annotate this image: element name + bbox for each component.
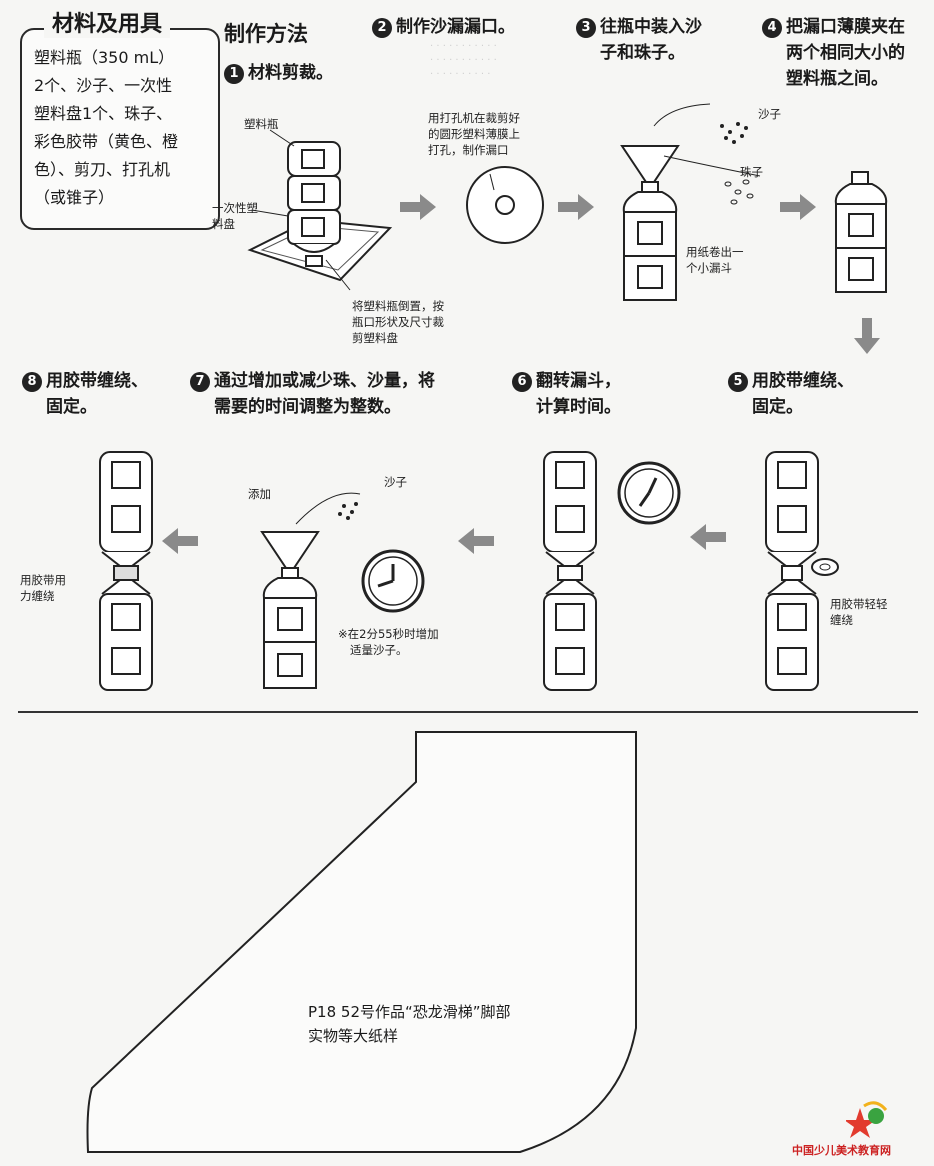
tape-roll-icon <box>810 556 840 582</box>
sand-path <box>650 96 770 220</box>
label-sand-2: 沙子 <box>384 475 407 489</box>
paper-template-shape <box>80 728 640 1162</box>
arrow-right-icon <box>558 194 594 220</box>
step-number: 8 <box>22 372 42 392</box>
label-beads: 珠子 <box>740 165 763 179</box>
label-tape-light: 用胶带轻轻 缠绕 <box>830 597 888 627</box>
label-plate: 一次性塑 料盘 <box>212 201 258 231</box>
materials-box <box>20 28 220 230</box>
section-divider <box>18 711 918 713</box>
arrow-left-icon <box>162 528 198 554</box>
materials-line: 塑料瓶（350 mL） <box>34 48 175 67</box>
materials-line: 色）、剪刀、打孔机 <box>34 160 171 179</box>
arrow-left-icon <box>690 524 726 550</box>
step-5-hourglass <box>760 448 824 698</box>
step-1-illustration <box>230 110 420 304</box>
arrow-right-icon <box>780 194 816 220</box>
step-8-hourglass <box>94 448 158 698</box>
step-number: 6 <box>512 372 532 392</box>
materials-list: 塑料瓶（350 mL） 2个、沙子、一次性 塑料盘1个、珠子、 彩色胶带（黄色、… <box>34 44 202 212</box>
step-number: 4 <box>762 18 782 38</box>
materials-line: 彩色胶带（黄色、橙 <box>34 132 179 151</box>
materials-title: 材料及用具 <box>44 6 171 38</box>
label-invert-bottle: 将塑料瓶倒置，按 瓶口形状及尺寸裁 剪塑料盘 <box>352 299 444 345</box>
label-tape-firm: 用胶带用 力缠绕 <box>20 573 66 603</box>
step-number: 3 <box>576 18 596 38</box>
logo-text: 中国少儿美术教育网 <box>792 1144 891 1157</box>
arrow-down-icon <box>854 318 880 354</box>
materials-line: （或锥子） <box>34 188 115 207</box>
step-number: 2 <box>372 18 392 38</box>
step-4-bottle <box>830 170 892 304</box>
label-punch: 用打孔机在裁剪好 的圆形塑料薄膜上 打孔，制作漏口 <box>428 111 520 157</box>
clock-icon <box>616 460 682 530</box>
sand-path-2 <box>290 484 390 538</box>
method-title: 制作方法 <box>224 22 308 46</box>
step-number: 7 <box>190 372 210 392</box>
arrow-right-icon <box>400 194 436 220</box>
label-paper-funnel: 用纸卷出一 个小漏斗 <box>686 245 744 275</box>
punched-disc <box>464 164 546 250</box>
label-add: 添加 <box>248 487 271 501</box>
clock-icon-2 <box>360 548 426 618</box>
arrow-left-icon <box>458 528 494 554</box>
label-sand: 沙子 <box>758 107 781 121</box>
step-7-bottle-funnel <box>258 528 324 698</box>
materials-line: 塑料盘1个、珠子、 <box>34 104 173 123</box>
template-caption: P18 52号作品“恐龙滑梯”脚部 实物等大纸样 <box>308 1003 511 1045</box>
note-add-sand: ※在2分55秒时增加 适量沙子。 <box>338 627 439 657</box>
label-bottle: 塑料瓶 <box>244 117 279 131</box>
step-number: 1 <box>224 64 244 84</box>
materials-line: 2个、沙子、一次性 <box>34 76 173 95</box>
background-ghost-text: · · · · · · · · · · ·· · · · · · · · · ·… <box>430 41 497 80</box>
bottle-with-funnel <box>616 138 686 312</box>
step-6-hourglass <box>538 448 602 698</box>
step-number: 5 <box>728 372 748 392</box>
logo-icon <box>844 1100 890 1144</box>
